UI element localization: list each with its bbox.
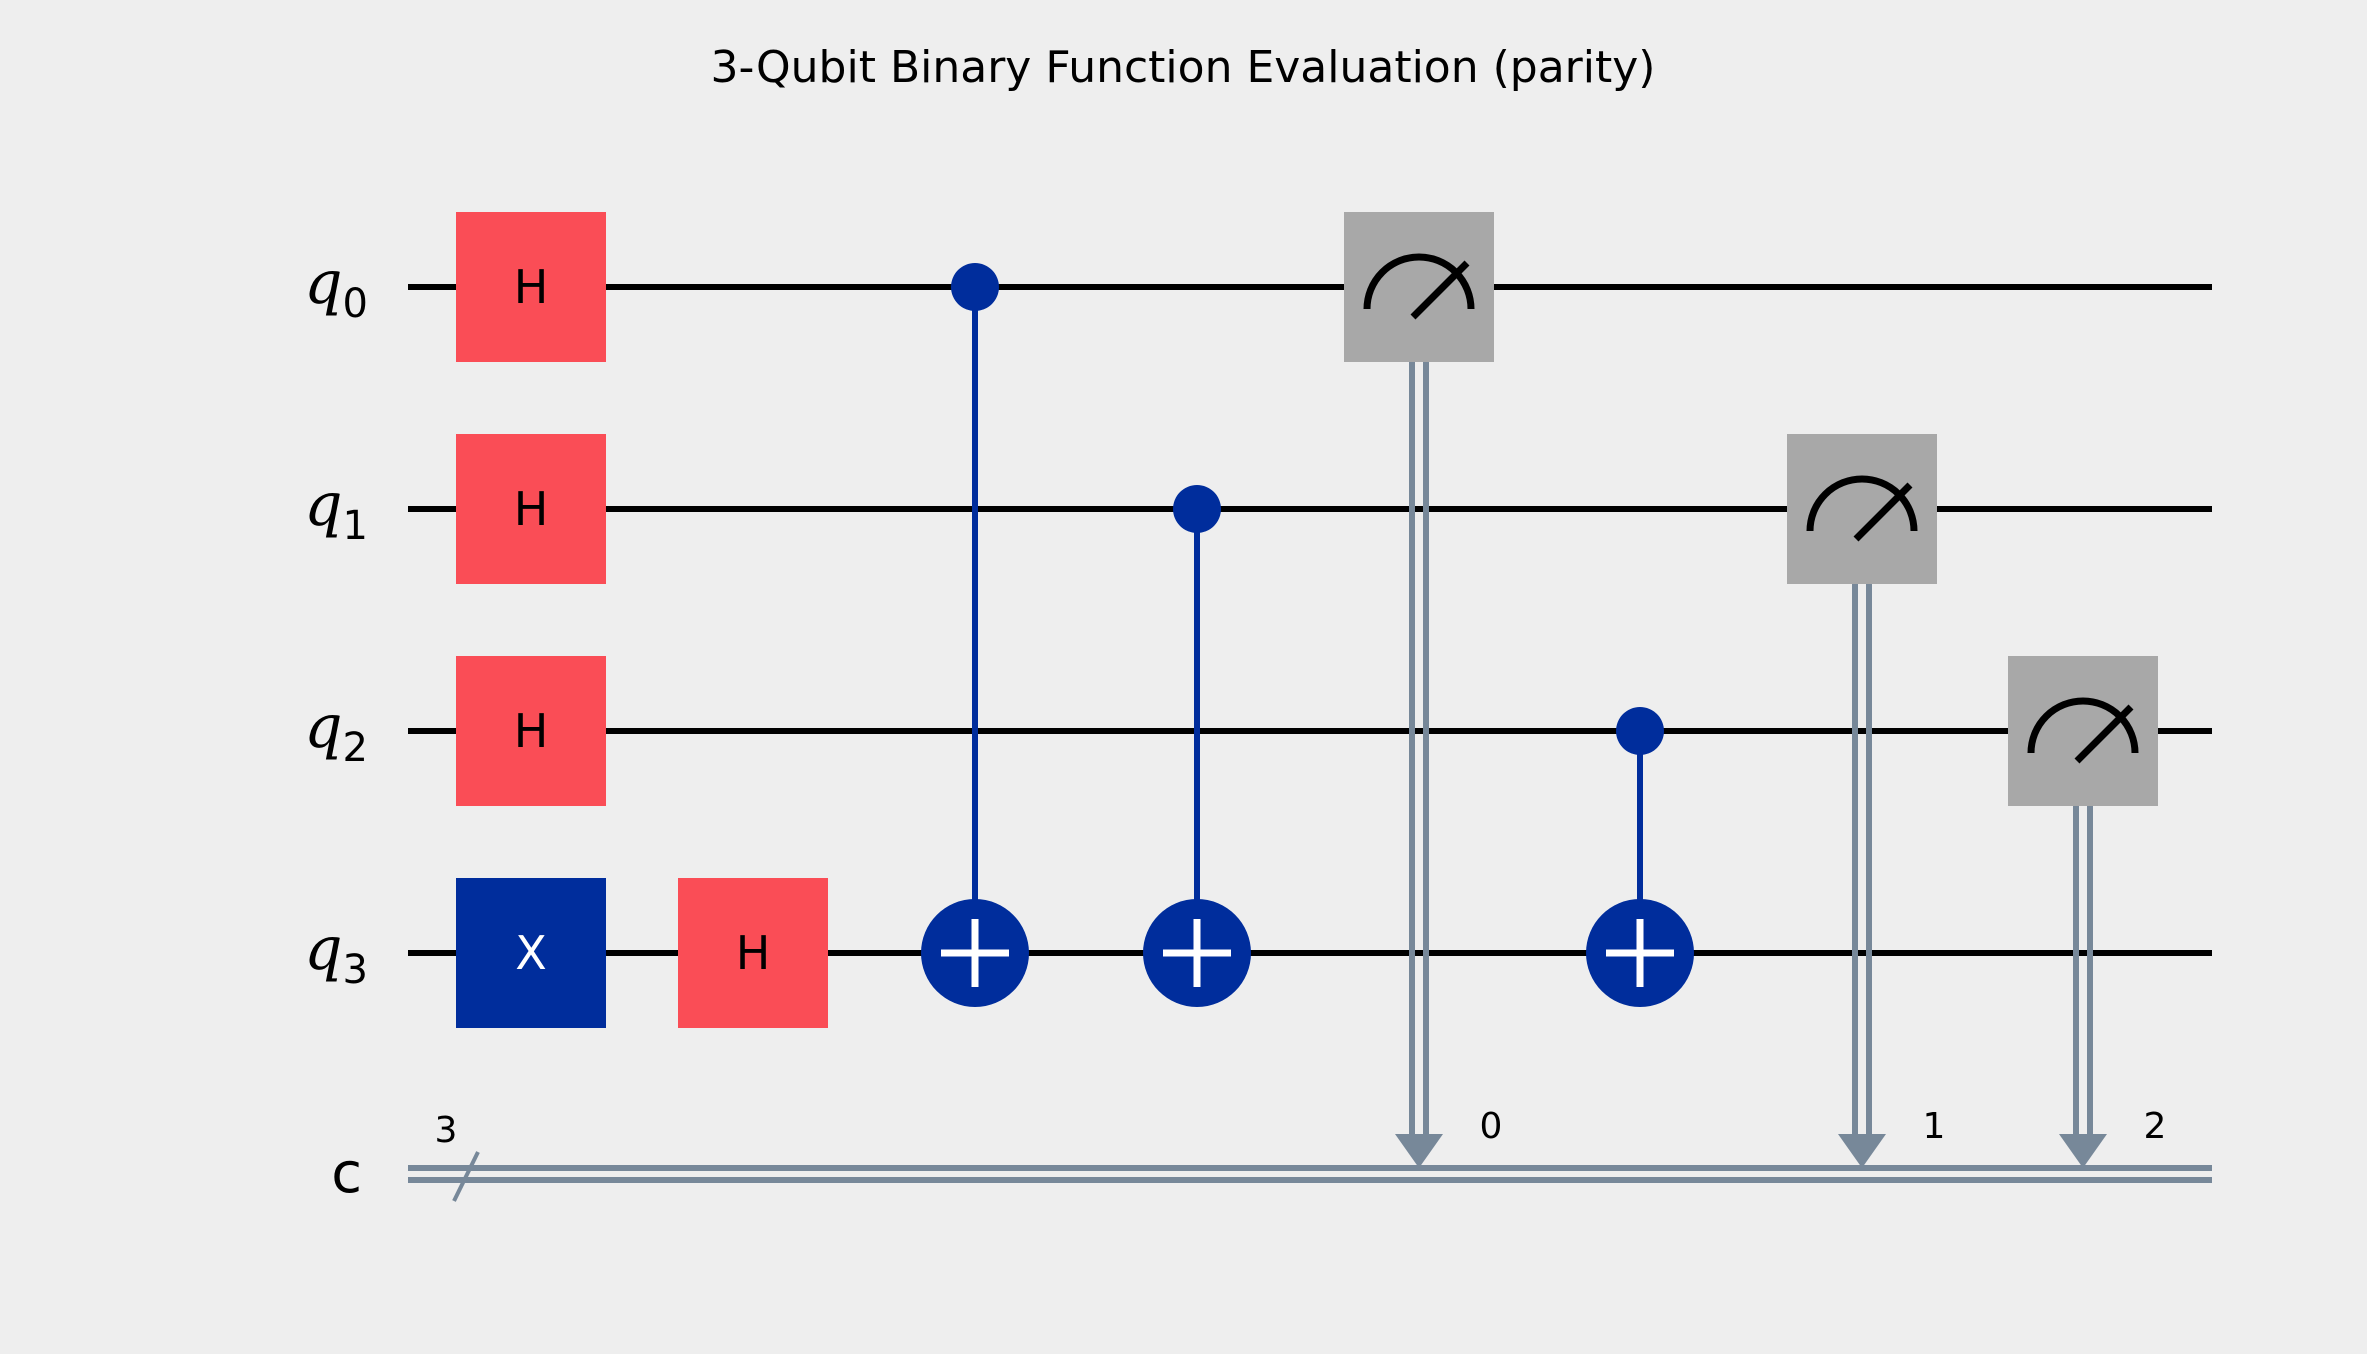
classical-register-label: c (331, 1141, 362, 1206)
meter-needle-icon (1853, 482, 1913, 542)
meter-arc-icon (1806, 475, 1918, 532)
h-gate-q1 (456, 434, 606, 584)
connectors-layer (972, 287, 2107, 1168)
gate-label: H (514, 704, 549, 758)
clbit-index-label: 0 (1480, 1106, 1503, 1147)
gates-layer: H H H X H (456, 212, 2158, 1028)
qubit-label-0: q0 (304, 248, 368, 327)
gate-label: H (514, 482, 549, 536)
qubit-label-2: q2 (304, 692, 368, 771)
measure-arrow-icon (2059, 1134, 2107, 1168)
measure-gate-q0 (1344, 212, 1494, 362)
cx-control-dot (1173, 485, 1221, 533)
h-gate-q0 (456, 212, 606, 362)
gate-label: H (514, 260, 549, 314)
qubit-label-1: q1 (304, 470, 368, 549)
cx-control-dot (951, 263, 999, 311)
meter-arc-icon (2027, 697, 2139, 754)
diagram-title: 3-Qubit Binary Function Evaluation (pari… (711, 42, 1656, 93)
gate-label: X (515, 926, 547, 980)
measure-arrow-icon (1395, 1134, 1443, 1168)
h-gate-q3 (678, 878, 828, 1028)
meter-needle-icon (1410, 260, 1470, 320)
qubit-label-3: q3 (304, 914, 368, 993)
h-gate-q2 (456, 656, 606, 806)
classical-register-size: 3 (435, 1110, 458, 1151)
meter-arc-icon (1363, 253, 1475, 310)
meter-needle-icon (2074, 704, 2134, 764)
measure-gate-q1 (1787, 434, 1937, 584)
gate-label: H (736, 926, 771, 980)
measure-gate-q2 (2008, 656, 2158, 806)
classical-bundle-slash (452, 1151, 480, 1202)
x-gate-q3 (456, 878, 606, 1028)
measure-arrow-icon (1838, 1134, 1886, 1168)
clbit-index-label: 1 (1923, 1106, 1946, 1147)
wires-layer (408, 284, 2212, 1202)
clbit-index-label: 2 (2144, 1106, 2167, 1147)
labels-layer: q0 q1 q2 q3 c 3 0 1 2 (304, 248, 2166, 1206)
cx-control-dot (1616, 707, 1664, 755)
